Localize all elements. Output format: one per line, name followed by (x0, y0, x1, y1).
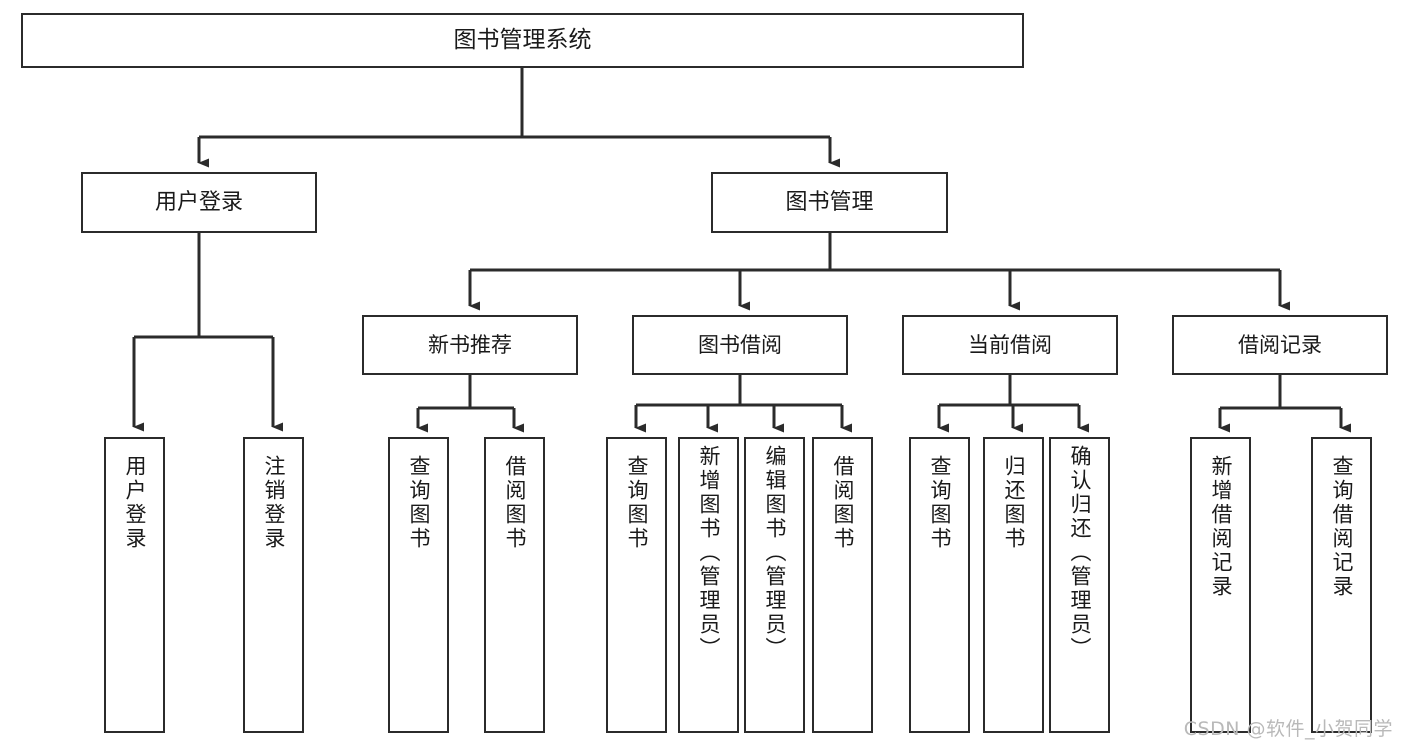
node-leaf-user-logout-label: 注销登录 (262, 455, 286, 551)
node-root-label: 图书管理系统 (453, 26, 592, 53)
node-leaf-query-book-1[interactable]: 查询图书 (388, 437, 449, 733)
node-book-borrow[interactable]: 图书借阅 (632, 315, 848, 375)
node-user-login-label: 用户登录 (154, 189, 243, 215)
node-leaf-add-record[interactable]: 新增借阅记录 (1190, 437, 1251, 733)
node-leaf-user-logout[interactable]: 注销登录 (243, 437, 304, 733)
node-leaf-return-book-label: 归还图书 (1002, 455, 1026, 551)
node-leaf-edit-book-label: 编辑图书（管理员） (763, 445, 787, 661)
node-new-book-recommend-label: 新书推荐 (428, 332, 512, 357)
node-new-book-recommend[interactable]: 新书推荐 (362, 315, 578, 375)
node-leaf-user-login[interactable]: 用户登录 (104, 437, 165, 733)
node-book-manage-label: 图书管理 (785, 189, 874, 215)
node-root[interactable]: 图书管理系统 (21, 13, 1024, 68)
node-book-borrow-label: 图书借阅 (698, 332, 782, 357)
node-leaf-borrow-book-2[interactable]: 借阅图书 (812, 437, 873, 733)
node-leaf-add-book-label: 新增图书（管理员） (697, 445, 721, 661)
node-leaf-query-book-3[interactable]: 查询图书 (909, 437, 970, 733)
node-leaf-query-book-2-label: 查询图书 (625, 455, 649, 551)
node-leaf-query-book-2[interactable]: 查询图书 (606, 437, 667, 733)
node-user-login[interactable]: 用户登录 (81, 172, 317, 233)
node-leaf-confirm-return[interactable]: 确认归还（管理员） (1049, 437, 1110, 733)
node-leaf-query-book-1-label: 查询图书 (407, 455, 431, 551)
node-leaf-add-book[interactable]: 新增图书（管理员） (678, 437, 739, 733)
node-current-borrow[interactable]: 当前借阅 (902, 315, 1118, 375)
node-current-borrow-label: 当前借阅 (968, 332, 1052, 357)
node-leaf-confirm-return-label: 确认归还（管理员） (1068, 445, 1092, 661)
node-leaf-add-record-label: 新增借阅记录 (1209, 455, 1233, 599)
node-book-manage[interactable]: 图书管理 (711, 172, 948, 233)
node-leaf-borrow-book-1[interactable]: 借阅图书 (484, 437, 545, 733)
node-leaf-return-book[interactable]: 归还图书 (983, 437, 1044, 733)
node-leaf-query-book-3-label: 查询图书 (928, 455, 952, 551)
node-leaf-edit-book[interactable]: 编辑图书（管理员） (744, 437, 805, 733)
node-leaf-query-record-label: 查询借阅记录 (1330, 455, 1354, 599)
node-leaf-query-record[interactable]: 查询借阅记录 (1311, 437, 1372, 733)
node-borrow-record[interactable]: 借阅记录 (1172, 315, 1388, 375)
node-leaf-user-login-label: 用户登录 (123, 455, 147, 551)
node-borrow-record-label: 借阅记录 (1238, 332, 1322, 357)
node-leaf-borrow-book-2-label: 借阅图书 (831, 455, 855, 551)
node-leaf-borrow-book-1-label: 借阅图书 (503, 455, 527, 551)
